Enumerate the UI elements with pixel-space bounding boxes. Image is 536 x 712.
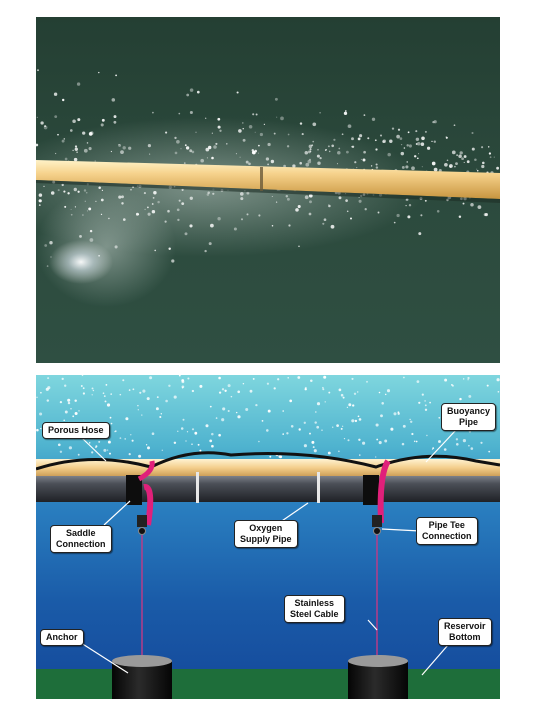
pipe-tee-connection xyxy=(363,459,391,535)
label-pipe-tee-connection: Pipe Tee Connection xyxy=(416,517,478,545)
aeration-diagram: Porous Hose Buoyancy Pipe Saddle Connect… xyxy=(36,375,500,699)
left-anchor xyxy=(112,655,172,699)
oxygen-supply-pipe xyxy=(36,476,500,502)
label-oxygen-supply-pipe: Oxygen Supply Pipe xyxy=(234,520,298,548)
pipe-joint xyxy=(260,167,263,191)
photo-image xyxy=(36,17,500,363)
oxygen-bubbles xyxy=(36,375,500,459)
label-anchor: Anchor xyxy=(40,629,84,646)
reservoir-floor xyxy=(36,669,500,699)
label-stainless-steel-cable: Stainless Steel Cable xyxy=(284,595,345,623)
aeration-photo xyxy=(36,17,500,363)
right-anchor xyxy=(348,655,408,699)
buoyancy-pipe xyxy=(36,459,500,477)
label-buoyancy-pipe: Buoyancy Pipe xyxy=(441,403,497,431)
label-porous-hose: Porous Hose xyxy=(42,422,110,439)
saddle-connection xyxy=(126,460,155,535)
sun-glare xyxy=(49,240,113,284)
label-reservoir-bottom: Reservoir Bottom xyxy=(438,618,492,646)
floating-pipe xyxy=(36,160,500,203)
label-saddle-connection: Saddle Connection xyxy=(50,525,112,553)
